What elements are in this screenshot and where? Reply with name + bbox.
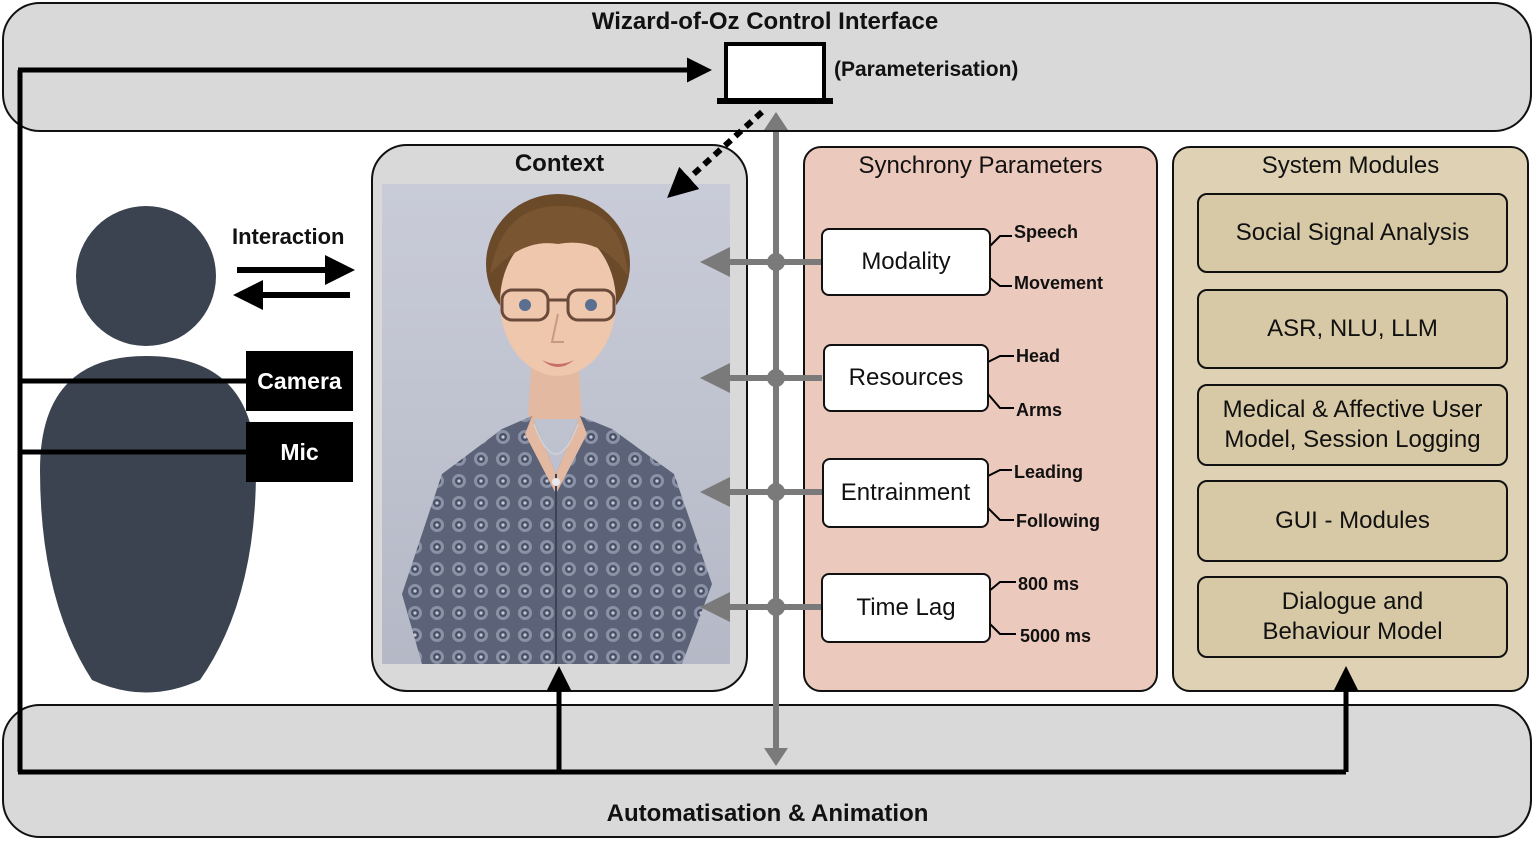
modules-title: System Modules xyxy=(1261,152,1440,179)
module-line: ASR, NLU, LLM xyxy=(1267,315,1438,342)
module-asr-nlu-llm: ASR, NLU, LLM xyxy=(1197,289,1508,369)
option-arms: Arms xyxy=(1016,400,1063,420)
wizard-of-oz-title: Wizard-of-Oz Control Interface xyxy=(591,8,939,35)
module-gui-modules: GUI - Modules xyxy=(1197,480,1508,562)
module-line: Model, Session Logging xyxy=(1224,426,1481,453)
mic-device: Mic xyxy=(246,422,353,482)
option-speech: Speech xyxy=(1014,222,1079,242)
automation-title: Automatisation & Animation xyxy=(606,800,929,827)
option-movement: Movement xyxy=(1014,273,1104,293)
param-modality[interactable]: Modality xyxy=(821,228,991,296)
param-resources[interactable]: Resources xyxy=(823,344,989,412)
param-time-lag[interactable]: Time Lag xyxy=(821,573,991,643)
option-head: Head xyxy=(1016,346,1061,366)
module-social-signal-analysis: Social Signal Analysis xyxy=(1197,193,1508,273)
camera-device: Camera xyxy=(246,351,353,411)
option-800-ms: 800 ms xyxy=(1018,574,1080,594)
module-line: Medical & Affective User xyxy=(1222,396,1483,423)
module-line: Behaviour Model xyxy=(1262,618,1443,645)
laptop-icon xyxy=(717,42,833,104)
option-5000-ms: 5000 ms xyxy=(1020,626,1092,646)
synchrony-title: Synchrony Parameters xyxy=(858,152,1103,179)
interaction-label: Interaction xyxy=(232,224,345,249)
option-following: Following xyxy=(1016,511,1100,531)
parameterisation-label: (Parameterisation) xyxy=(834,58,1019,81)
param-entrainment[interactable]: Entrainment xyxy=(822,458,989,528)
user-figure xyxy=(40,206,256,693)
module-line: Social Signal Analysis xyxy=(1235,219,1470,246)
module-line: GUI - Modules xyxy=(1275,507,1430,534)
module-line: Dialogue and xyxy=(1281,588,1424,615)
option-leading: Leading xyxy=(1014,462,1084,482)
context-title: Context xyxy=(514,150,605,177)
virtual-agent-avatar-image xyxy=(382,184,730,664)
